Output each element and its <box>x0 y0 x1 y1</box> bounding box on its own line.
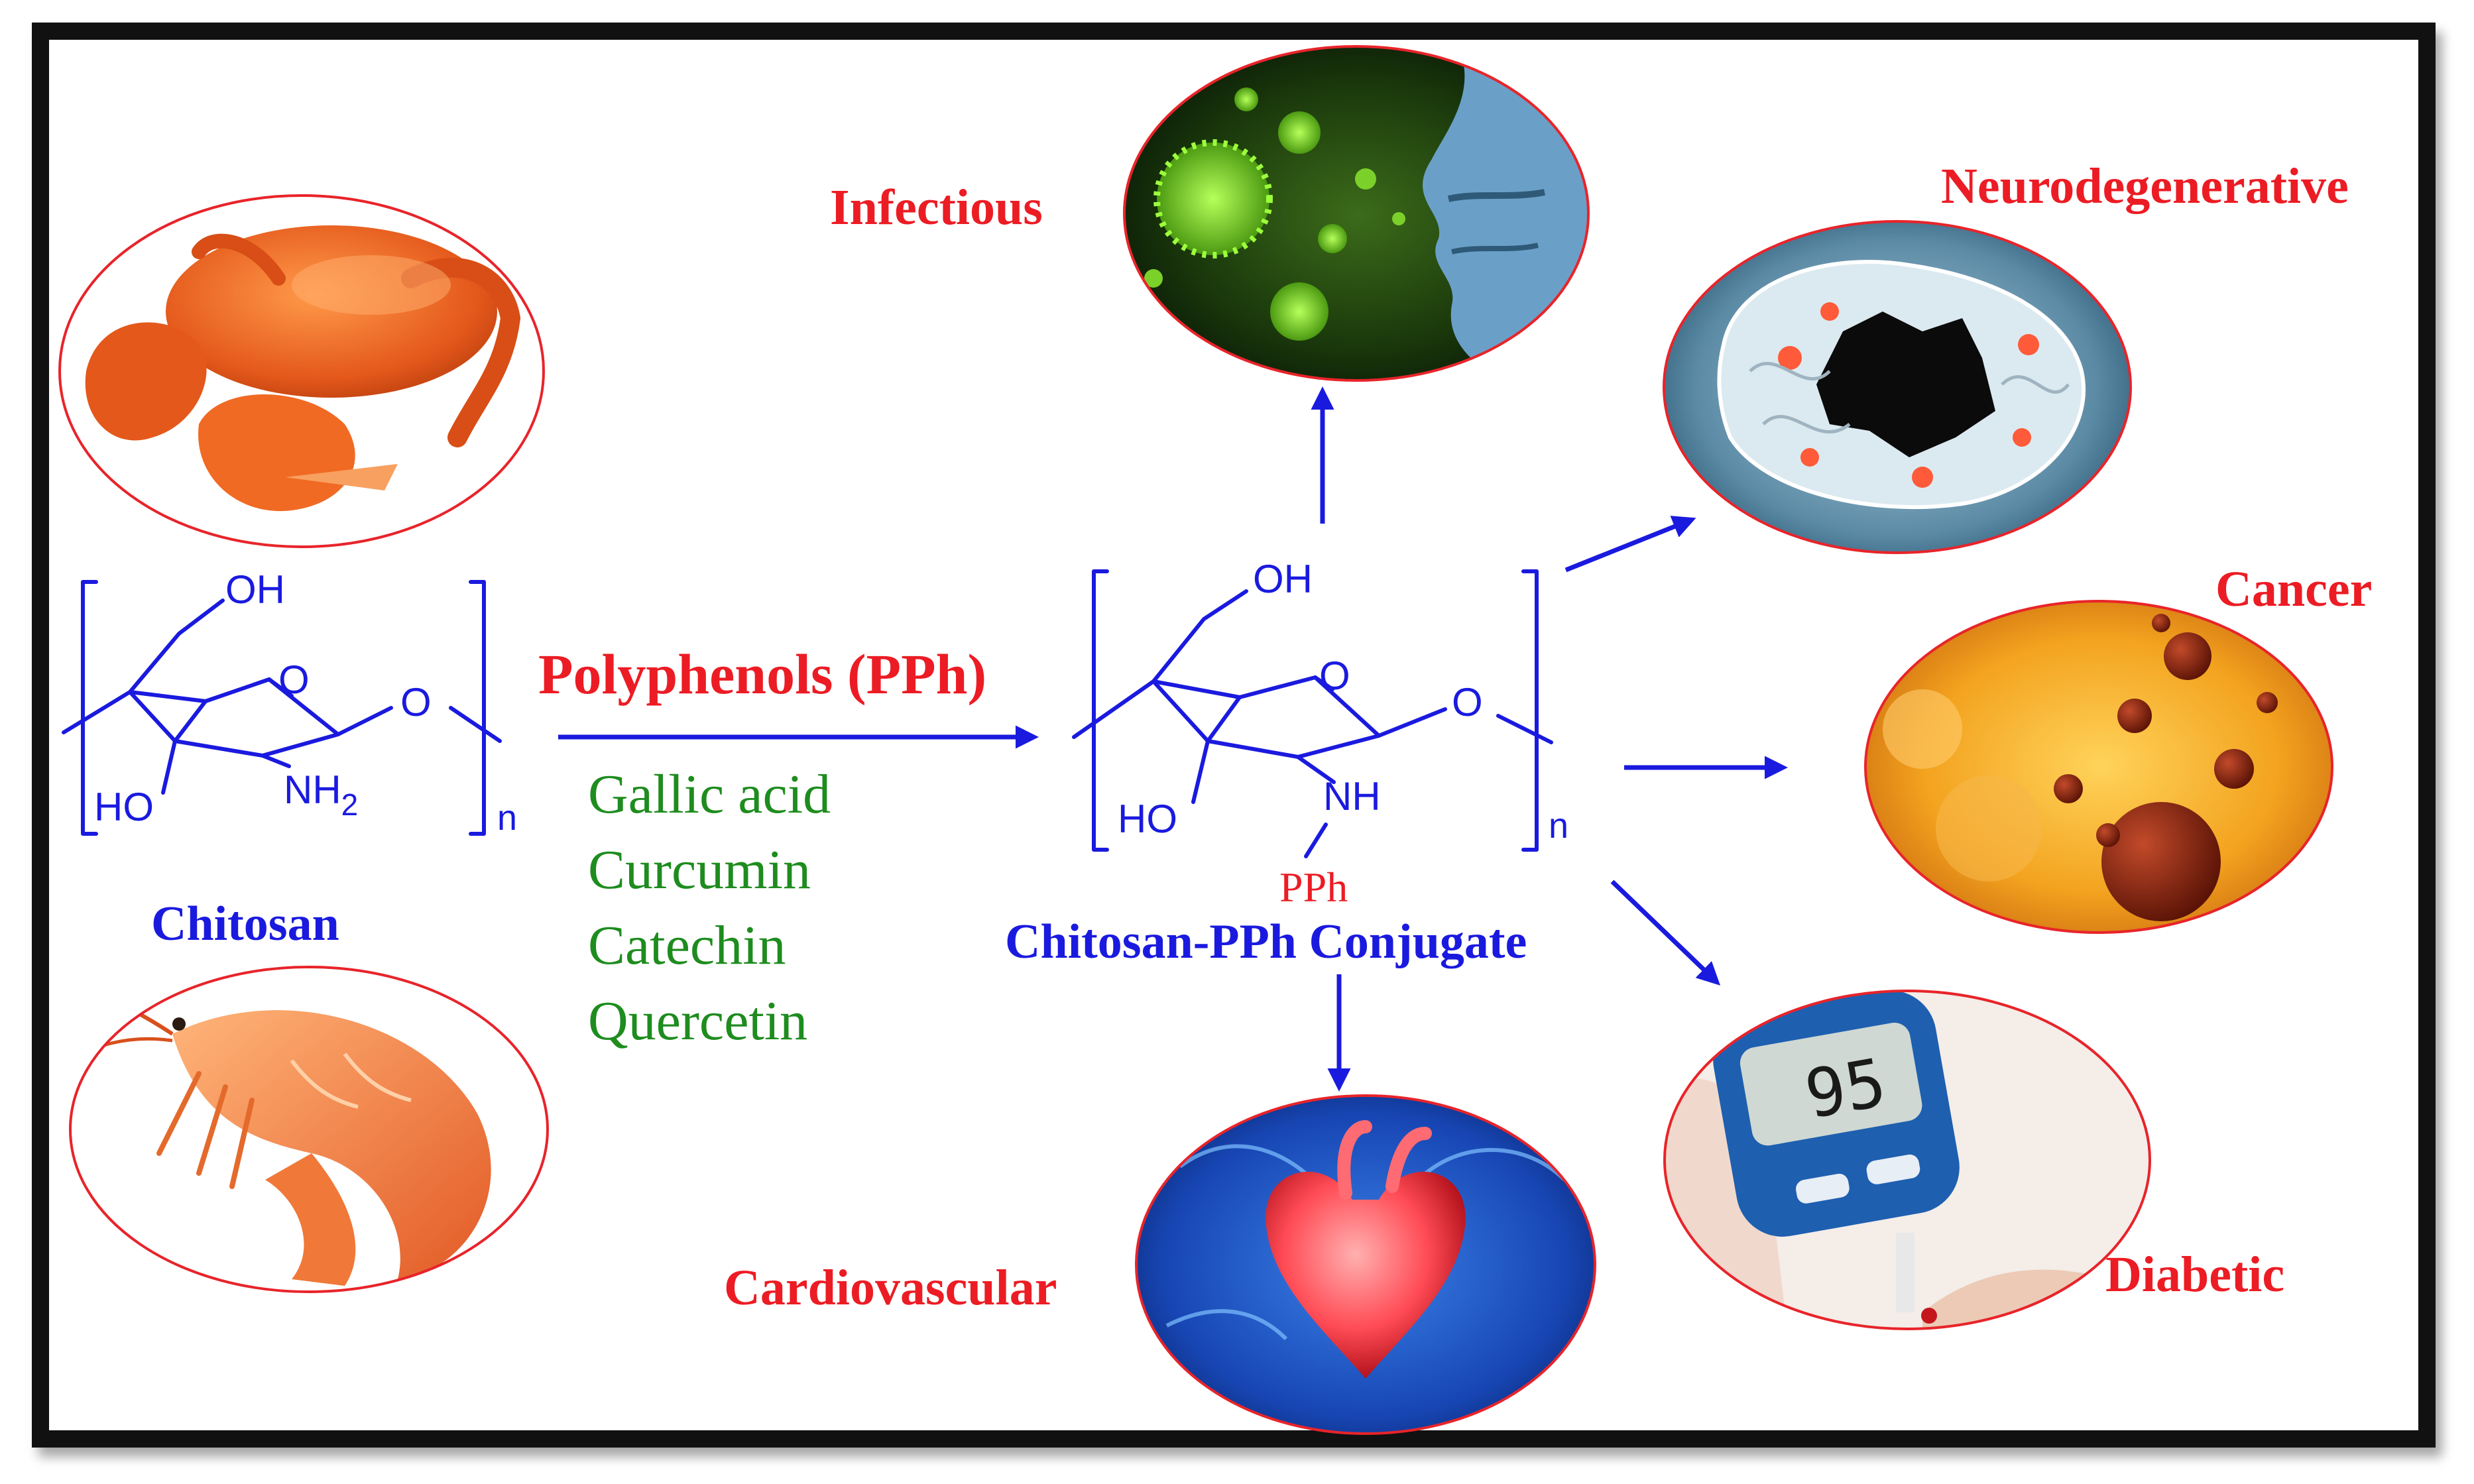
conjugate-nh-label: NH <box>1323 774 1381 819</box>
crab-image <box>58 194 545 548</box>
cardiovascular-image <box>1135 1094 1596 1435</box>
polyphenols-label: Polyphenols (PPh) <box>538 642 986 706</box>
shrimp-image <box>69 966 549 1293</box>
infectious-image <box>1123 45 1590 382</box>
conjugate-ring-o-label: O <box>1319 654 1350 698</box>
label-cancer: Cancer <box>2215 561 2372 617</box>
glucometer-reading: 95 <box>1799 1043 1891 1133</box>
label-cardiovascular: Cardiovascular <box>724 1260 1057 1316</box>
chitosan-link-o-label: O <box>400 680 432 724</box>
label-diabetic: Diabetic <box>2105 1247 2284 1302</box>
conjugate-oh-label: OH <box>1253 557 1313 601</box>
chitosan-ring-o-label: O <box>278 657 310 702</box>
arrow-to-neurodegenerative <box>1564 516 1696 573</box>
chitosan-label: Chitosan <box>151 897 339 951</box>
cancer-image <box>1864 600 2333 934</box>
chitosan-structure: OH O O HO NH2 n <box>62 567 517 838</box>
conjugate-ho-label: HO <box>1118 797 1177 841</box>
label-neurodegenerative: Neurodegenerative <box>1941 158 2349 214</box>
label-infectious: Infectious <box>830 180 1043 235</box>
conjugate-pph-label: PPh <box>1279 864 1348 911</box>
arrow-to-diabetic <box>1610 880 1721 986</box>
chitosan-nh2-label: NH2 <box>284 768 358 822</box>
conjugate-label: Chitosan-PPh Conjugate <box>1005 915 1527 969</box>
conjugate-structure: OH O O HO NH PPh n <box>1072 557 1568 911</box>
conjugate-n-label: n <box>1549 806 1568 846</box>
chitosan-ho-label: HO <box>94 785 154 829</box>
polyphenol-example-2: Curcumin <box>588 839 811 901</box>
polyphenol-example-4: Quercetin <box>588 990 807 1052</box>
conjugate-link-o-label: O <box>1452 680 1483 724</box>
neurodegenerative-image <box>1663 220 2132 554</box>
polyphenol-example-3: Catechin <box>588 915 786 976</box>
chitosan-n-label: n <box>497 798 517 838</box>
chitosan-oh-label: OH <box>225 567 285 612</box>
polyphenol-example-1: Gallic acid <box>588 764 831 825</box>
diabetic-image: 95 <box>1663 990 2151 1330</box>
